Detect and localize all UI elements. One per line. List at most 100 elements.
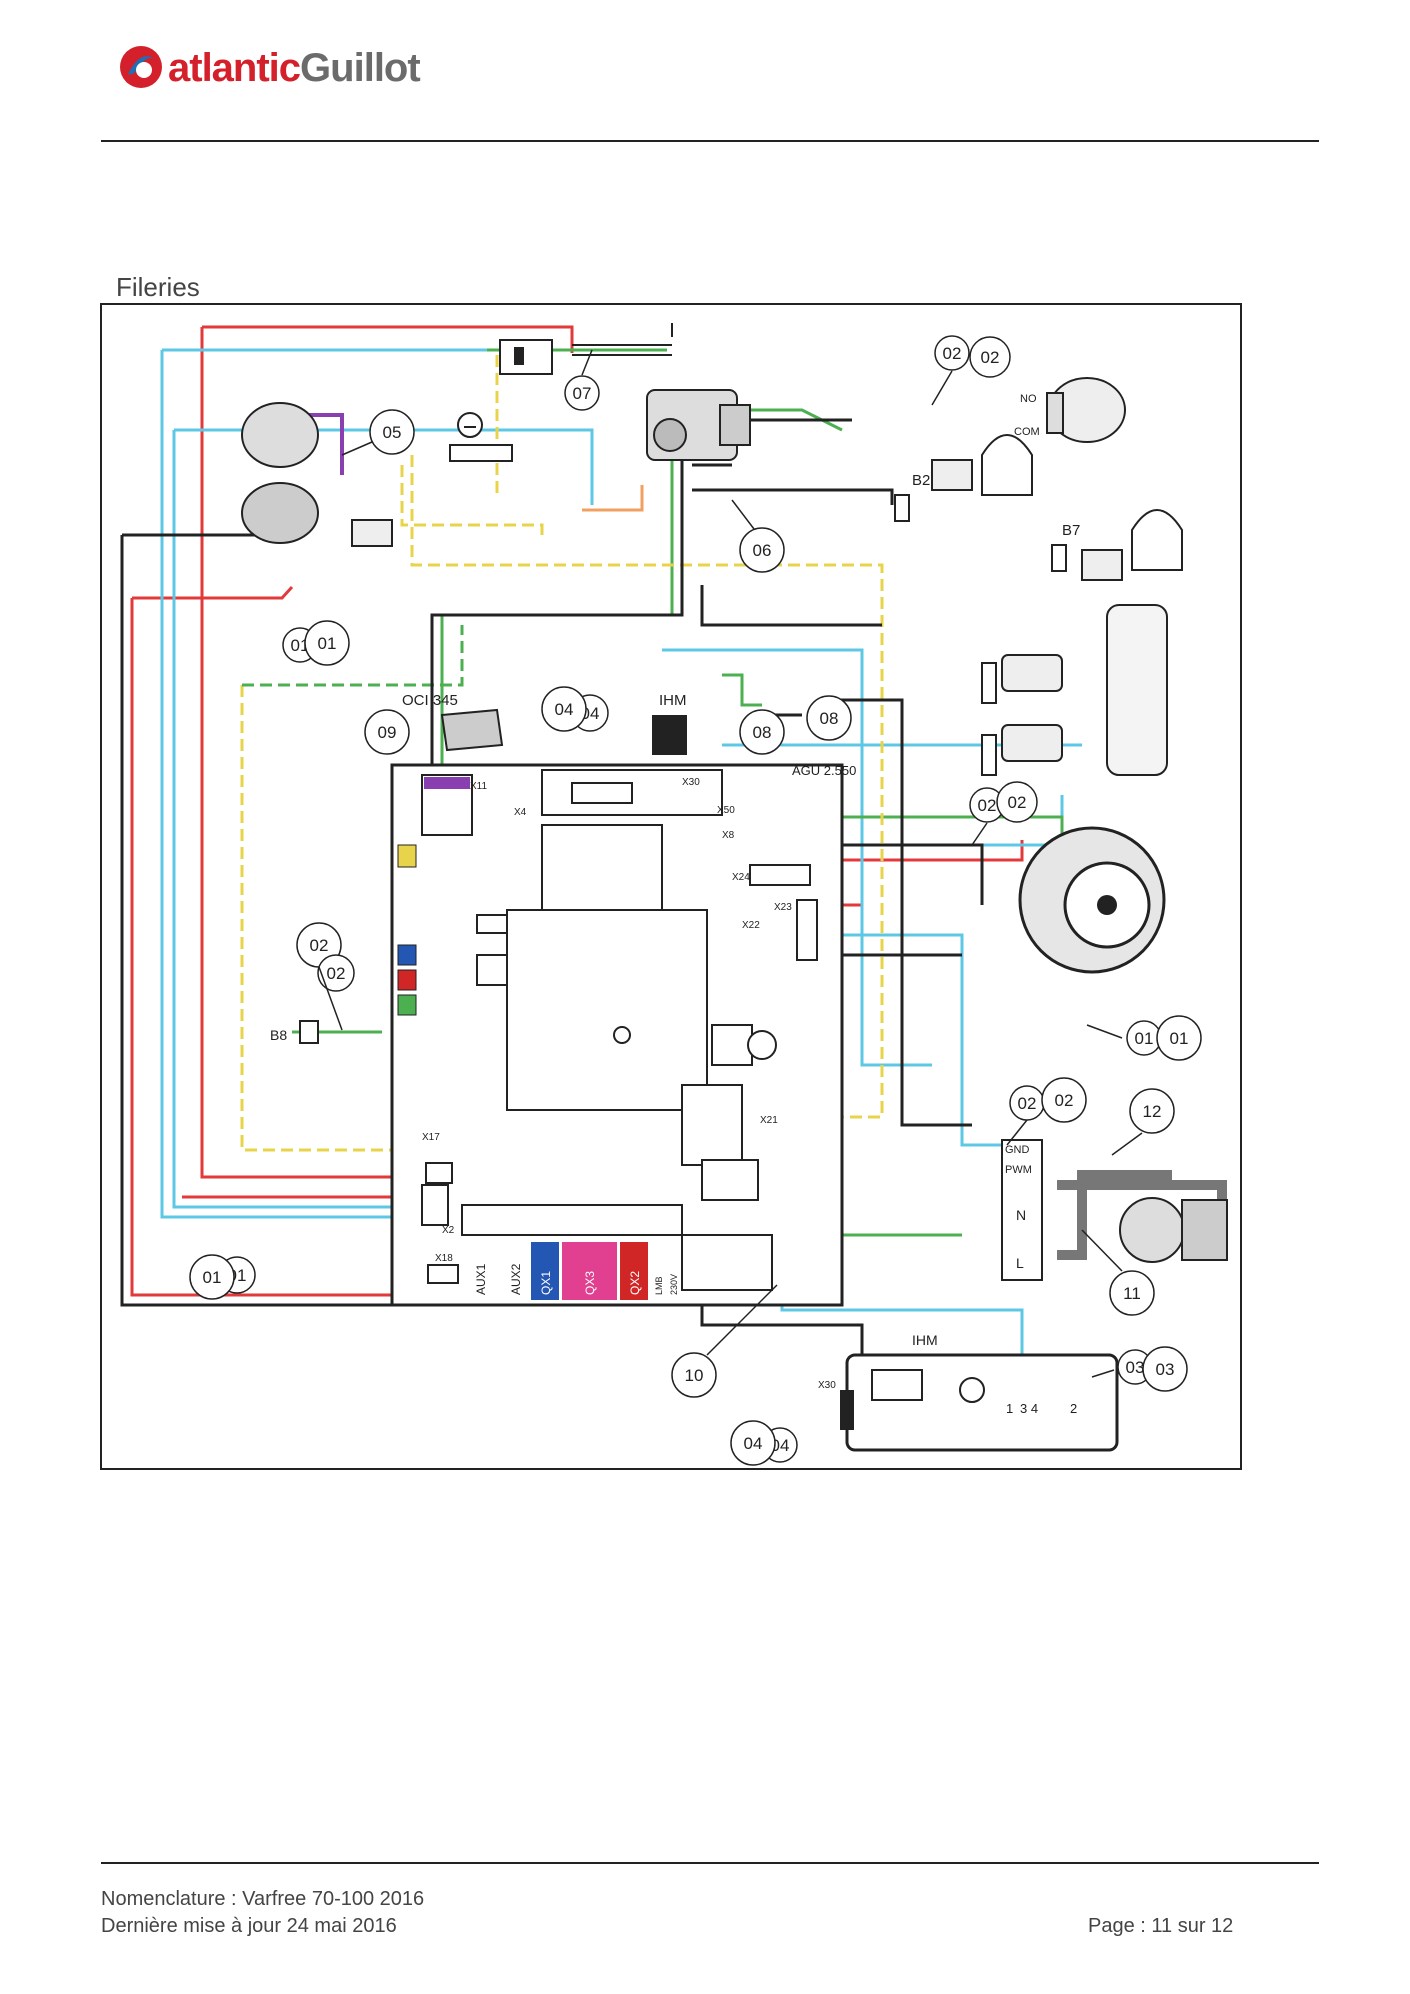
callout-01: 01 [189,1254,235,1300]
label-pwm: PWM [1005,1164,1032,1176]
svg-text:01: 01 [1135,1029,1154,1048]
leader-lines [318,349,1143,1378]
label-oci: OCI 345 [402,692,458,709]
label-x30: X30 [682,777,700,788]
label-terminal-2: 2 [1070,1401,1077,1416]
svg-text:05: 05 [383,423,402,442]
svg-text:08: 08 [753,723,772,742]
callout-02: 02 [969,336,1011,378]
label-x18: X18 [435,1253,453,1264]
label-aux1: AUX1 [474,1263,488,1295]
label-l: L [1016,1255,1024,1271]
label-com: COM [1014,426,1040,438]
footer-updated: Dernière mise à jour 24 mai 2016 [101,1915,397,1937]
wires-earth [240,355,884,1152]
svg-text:01: 01 [1170,1029,1189,1048]
ihm-connector-top: IHM [652,692,687,755]
section-title: Fileries [116,272,200,302]
wire-orange [582,485,644,512]
svg-text:07: 07 [573,384,592,403]
callout-09: 09 [364,709,410,755]
oci-module: OCI 345 [402,692,504,752]
callout-01: 01 [1126,1020,1162,1056]
callout-05: 05 [369,409,415,455]
callout-02: 02 [317,954,355,992]
label-terminal-1: 1 [1006,1401,1013,1416]
label-ihm-bottom: IHM [912,1332,938,1348]
ignition-electrode [499,323,673,375]
label-b8: B8 [270,1027,287,1043]
callout-03: 03 [1142,1346,1188,1392]
svg-text:03: 03 [1126,1358,1145,1377]
earth-terminal [449,412,513,462]
label-qx2: QX2 [628,1271,642,1295]
label-x21: X21 [760,1115,778,1126]
callouts: 07 02 02 05 06 01 01 04 04 09 08 08 02 0… [189,335,1202,1466]
callout-10: 10 [671,1352,717,1398]
svg-text:02: 02 [1008,793,1027,812]
label-230v: 230V [669,1274,679,1295]
svg-text:11: 11 [1123,1284,1141,1303]
header-divider [101,140,1319,142]
label-x8: X8 [722,830,735,841]
label-x11: X11 [470,781,487,792]
footer-page: Page : 11 sur 12 [1088,1915,1234,1937]
svg-text:09: 09 [378,723,397,742]
brand-logo: atlanticGuillot [118,40,498,100]
footer-nomenclature: Nomenclature : Varfree 70-100 2016 [101,1888,425,1910]
label-n: N [1016,1207,1026,1223]
label-qx3: QX3 [583,1271,597,1295]
agu-module: AGU 2.550 [792,763,856,778]
label-ihm-top: IHM [659,692,687,709]
svg-text:01: 01 [318,634,337,653]
label-aux2: AUX2 [509,1263,523,1295]
svg-text:02: 02 [327,964,346,983]
label-x50: X50 [717,805,735,816]
circulator-pump [1057,1170,1228,1263]
label-no: NO [1020,393,1037,405]
label-terminal-34: 3 4 [1020,1401,1038,1416]
svg-text:01: 01 [203,1268,222,1287]
logo-wordmark: atlanticGuillot [168,46,421,91]
label-x4: X4 [514,807,527,818]
label-gnd: GND [1005,1144,1030,1156]
footer-divider [101,1862,1319,1864]
label-x17: X17 [422,1132,440,1143]
svg-text:08: 08 [820,709,839,728]
svg-text:02: 02 [943,344,962,363]
callout-02: 02 [969,787,1005,823]
callout-04: 04 [730,1420,776,1466]
logo-text-guillot: Guillot [300,46,421,90]
wiring-diagram-svg: NO COM B2 B7 GND PWM N L [120,323,1228,1466]
gas-valve [646,389,751,461]
fan-motor [1018,826,1166,974]
logo-mark-icon [120,46,162,88]
svg-text:12: 12 [1143,1102,1162,1121]
callout-02: 02 [1009,1085,1045,1121]
callout-08: 08 [739,709,785,755]
callout-01: 01 [304,620,350,666]
igniter [241,402,393,547]
label-qx1: QX1 [539,1271,553,1295]
callout-11: 11 [1109,1270,1155,1316]
svg-text:02: 02 [1018,1094,1037,1113]
label-x22: X22 [742,920,760,931]
ihm-display: IHM X30 1 3 4 2 [818,1332,1119,1452]
callout-04: 04 [541,686,587,732]
svg-text:04: 04 [555,700,574,719]
label-x23: X23 [774,902,792,913]
label-lmb: LMB [654,1276,664,1295]
svg-text:04: 04 [744,1434,763,1453]
label-agu: AGU 2.550 [792,763,856,778]
sensor-b8: B8 [270,1020,319,1044]
label-x24: X24 [732,872,750,883]
wiring-diagram: NO COM B2 B7 GND PWM N L [100,303,1242,1470]
sensor-b7: B7 [1051,509,1183,581]
svg-text:02: 02 [310,936,329,955]
label-b2: B2 [912,472,930,489]
label-x2: X2 [442,1225,455,1236]
svg-text:06: 06 [753,541,772,560]
callout-02: 02 [996,781,1038,823]
logo-text-atlantic: atlantic [168,46,301,90]
svg-text:02: 02 [1055,1091,1074,1110]
